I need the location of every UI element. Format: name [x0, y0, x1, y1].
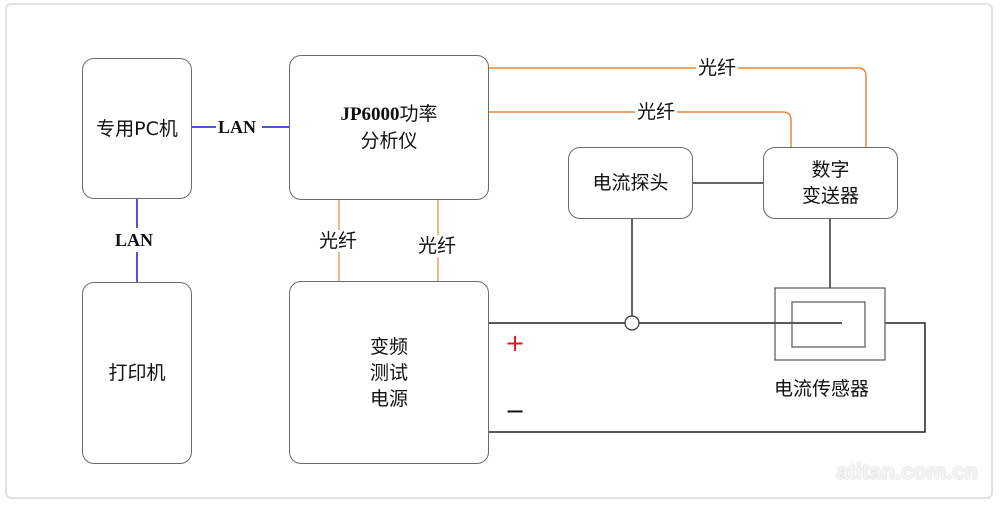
transmitter-box: 数字 变送器 — [763, 147, 898, 219]
analyzer-label: JP6000功率 分析仪 — [340, 101, 437, 154]
analyzer-box: JP6000功率 分析仪 — [289, 55, 489, 200]
fiber-label-top: 光纤 — [696, 57, 739, 79]
fiber-line-top — [488, 67, 867, 147]
current-sensor-inner — [791, 301, 866, 348]
wire-return — [488, 322, 926, 433]
fiber-line-mid — [488, 111, 792, 147]
fiber-label-right-down: 光纤 — [416, 235, 459, 257]
power-source-line3: 电源 — [369, 387, 408, 410]
watermark: atitan.com.cn — [836, 459, 978, 484]
power-source-label: 变频 测试 电源 — [370, 334, 408, 412]
polarity-plus: + — [505, 329, 526, 357]
pc-box: 专用PC机 — [82, 58, 192, 199]
transmitter-line1: 数字 — [811, 159, 850, 181]
current-sensor-outer — [774, 287, 886, 361]
lan-label-pc-printer: LAN — [113, 229, 156, 251]
diagram-frame — [5, 3, 993, 499]
power-source-line2: 测试 — [369, 361, 408, 384]
transmitter-line2: 变送器 — [801, 185, 859, 207]
power-source-box: 变频 测试 电源 — [289, 281, 489, 464]
printer-box: 打印机 — [82, 282, 192, 464]
lan-label-pc-analyzer: LAN — [216, 116, 259, 138]
probe-clamp-circle — [624, 315, 640, 331]
pc-label: 专用PC机 — [96, 117, 178, 140]
polarity-minus: − — [505, 397, 526, 425]
current-probe-box: 电流探头 — [568, 147, 693, 219]
analyzer-title-rest: 功率 — [399, 103, 438, 125]
fiber-label-mid: 光纤 — [635, 101, 678, 123]
power-source-line1: 变频 — [369, 335, 408, 358]
analyzer-model: JP6000 — [340, 104, 400, 125]
transmitter-label: 数字 变送器 — [802, 157, 859, 209]
current-sensor-label: 电流传感器 — [772, 378, 872, 400]
printer-label: 打印机 — [108, 362, 166, 384]
current-probe-label: 电流探头 — [592, 172, 669, 194]
analyzer-subtitle: 分析仪 — [360, 130, 418, 152]
fiber-label-left-down: 光纤 — [317, 230, 360, 252]
